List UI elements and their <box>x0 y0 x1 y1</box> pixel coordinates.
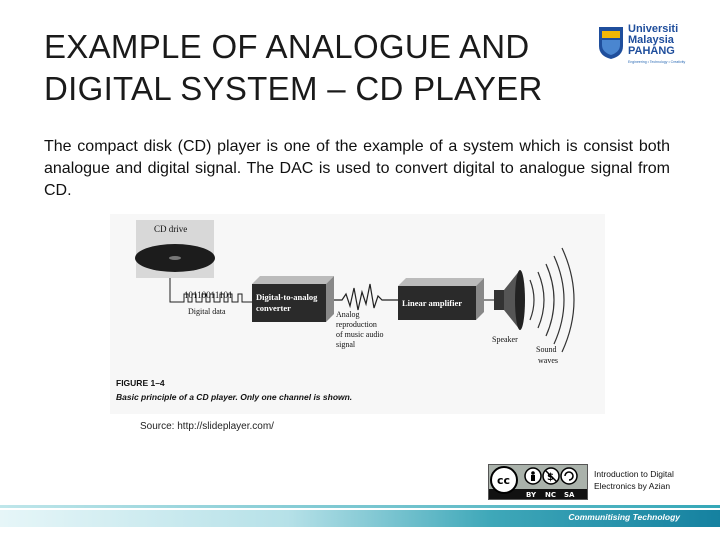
analog-label-2: reproduction <box>336 320 377 329</box>
amplifier-box-top <box>398 278 484 286</box>
sound-wave-4 <box>553 255 565 345</box>
sa-share-icon <box>560 467 578 485</box>
digital-data-label: Digital data <box>188 307 226 316</box>
slide-title-line2: DIGITAL SYSTEM – CD PLAYER <box>44 70 543 107</box>
cd-player-diagram: CD drive 10110011101 Digital data Digita… <box>116 220 575 402</box>
figure-source: Source: http://slideplayer.com/ <box>140 421 274 432</box>
dac-box-top <box>252 276 334 284</box>
analog-waveform <box>334 283 398 311</box>
course-credit: Introduction to Digital Electronics by A… <box>594 468 704 492</box>
footer-band <box>0 510 720 527</box>
amplifier-box <box>398 286 476 320</box>
cc-sa-label: SA <box>564 491 575 499</box>
svg-text:$: $ <box>547 472 554 483</box>
digital-pulse-train <box>169 278 248 303</box>
cc-license-icon: cc $ BY NC SA <box>489 465 587 499</box>
sound-wave-2 <box>537 271 545 329</box>
credit-line2: Electronics by Azian <box>594 481 671 491</box>
footer-slogan: Communitising Technology <box>568 512 680 522</box>
dac-label-line2: converter <box>256 303 291 313</box>
cc-circle-icon <box>490 466 518 494</box>
slide-title-line1: EXAMPLE OF ANALOGUE AND <box>44 28 530 65</box>
dac-label-line1: Digital-to-analog <box>256 292 318 302</box>
slide-footer: Communitising Technology <box>0 505 720 527</box>
university-logo: Universiti Malaysia PAHANG Engineering •… <box>598 22 688 72</box>
logo-wordmark: Universiti Malaysia PAHANG <box>628 24 678 57</box>
cd-drive-label: CD drive <box>154 224 187 234</box>
cc-by-label: BY <box>526 491 537 499</box>
bit-string: 10110011101 <box>184 290 233 300</box>
sound-waves-label-1: Sound <box>536 345 556 354</box>
logo-line3: PAHANG <box>628 45 675 57</box>
slide-title: EXAMPLE OF ANALOGUE AND DIGITAL SYSTEM –… <box>44 26 604 110</box>
amplifier-box-side <box>476 278 484 320</box>
figure-caption-title: FIGURE 1–4 <box>116 378 165 388</box>
credit-line1: Introduction to Digital <box>594 469 674 479</box>
sound-wave-3 <box>545 263 555 337</box>
sound-waves-label-2: waves <box>538 356 558 365</box>
cc-nc-label: NC <box>545 491 556 499</box>
logo-tagline: Engineering • Technology • Creativity <box>628 60 686 64</box>
body-paragraph: The compact disk (CD) player is one of t… <box>44 138 670 199</box>
creative-commons-badge[interactable]: cc $ BY NC SA <box>488 464 588 500</box>
speaker-magnet <box>494 290 504 310</box>
analog-label-3: of music audio <box>336 330 384 339</box>
dac-box <box>252 284 326 322</box>
cd-player-figure: CD drive 10110011101 Digital data Digita… <box>110 214 605 414</box>
logo-line1: Universiti <box>628 23 679 35</box>
amplifier-label: Linear amplifier <box>402 298 462 308</box>
analog-label-1: Analog <box>336 310 360 319</box>
speaker-label: Speaker <box>492 335 518 344</box>
logo-line2: Malaysia <box>628 34 674 46</box>
dac-box-side <box>326 276 334 322</box>
footer-accent-line <box>0 505 720 508</box>
disc-hub-icon <box>169 256 181 260</box>
figure-caption-text: Basic principle of a CD player. Only one… <box>116 392 352 402</box>
analog-label-4: signal <box>336 340 356 349</box>
cc-mark: cc <box>497 474 510 487</box>
sound-wave-1 <box>529 279 535 321</box>
speaker-rim <box>515 270 525 330</box>
sound-wave-5 <box>561 247 575 353</box>
shield-icon <box>599 27 623 59</box>
